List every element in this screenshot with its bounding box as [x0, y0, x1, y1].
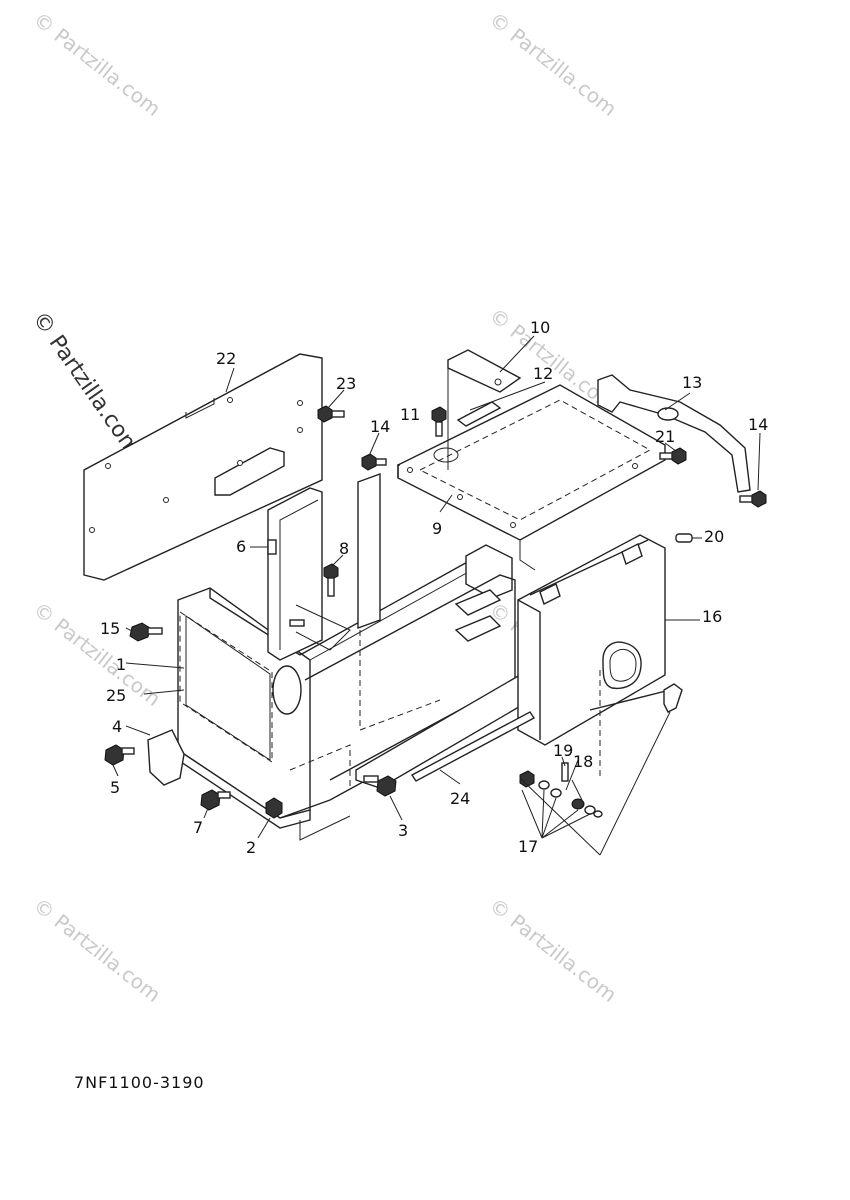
- callout-16: 16: [702, 607, 722, 626]
- callout-14-left: 14: [370, 417, 390, 436]
- callout-15: 15: [100, 619, 120, 638]
- callout-17: 17: [518, 837, 538, 856]
- watermark-8: © Partzilla.com: [485, 893, 621, 1007]
- watermark-3: © Partzilla.com: [27, 307, 145, 460]
- callout-12: 12: [533, 364, 553, 383]
- bolt-8-icon: [323, 563, 339, 597]
- callout-20: 20: [704, 527, 724, 546]
- hardware: [104, 405, 767, 819]
- callout-13: 13: [682, 373, 702, 392]
- callout-25: 25: [106, 686, 126, 705]
- callout-3: 3: [398, 821, 408, 840]
- bolt-5-icon: [104, 744, 135, 766]
- part-22-rear-panel: [83, 353, 323, 581]
- bolt-23-icon: [317, 405, 345, 423]
- bolt-7-icon: [200, 789, 231, 811]
- part-1-main-frame: [177, 473, 549, 841]
- watermark-7: © Partzilla.com: [29, 893, 165, 1007]
- bolt-14-left-icon: [361, 453, 387, 471]
- callout-10: 10: [530, 318, 550, 337]
- bolt-14-right-icon: [739, 490, 767, 508]
- callout-14-right: 14: [748, 415, 768, 434]
- callout-24: 24: [450, 789, 470, 808]
- bolt-3-icon: [363, 775, 397, 797]
- bolt-21-icon: [659, 447, 687, 465]
- callout-7: 7: [193, 818, 203, 837]
- callout-5: 5: [110, 778, 120, 797]
- part-4-plate: [147, 729, 185, 786]
- part-9-top-frame: [397, 384, 666, 571]
- part-16-side-panel: [517, 534, 683, 780]
- screw-11-icon: [431, 406, 447, 437]
- pin-20-icon: [675, 533, 693, 543]
- washers-17-18-19-icon: [519, 762, 603, 818]
- diagram-code: 7NF1100-3190: [74, 1073, 205, 1092]
- callout-4: 4: [112, 717, 122, 736]
- callout-23: 23: [336, 374, 356, 393]
- watermark-2: © Partzilla.com: [485, 7, 621, 121]
- callout-2: 2: [246, 838, 256, 857]
- nut-2-icon: [265, 797, 283, 819]
- clip-6-icon: [267, 539, 277, 555]
- part-24-rod: [410, 711, 536, 782]
- callout-22: 22: [216, 349, 236, 368]
- part-10-bracket: [433, 349, 522, 470]
- callout-6: 6: [236, 537, 246, 556]
- bolt-15-icon: [129, 622, 163, 642]
- part-13-handle: [597, 374, 751, 493]
- callout-18: 18: [573, 752, 593, 771]
- callout-8: 8: [339, 539, 349, 558]
- callout-11: 11: [400, 405, 420, 424]
- callout-19: 19: [553, 741, 573, 760]
- leader-lines: [112, 335, 761, 856]
- watermark-1: © Partzilla.com: [29, 7, 165, 121]
- callout-9: 9: [432, 519, 442, 538]
- callout-1: 1: [116, 655, 126, 674]
- callout-21: 21: [655, 427, 675, 446]
- callouts: 10 22 12 13 23 11 14 14 21 9 20 6 8 16 1…: [100, 318, 768, 857]
